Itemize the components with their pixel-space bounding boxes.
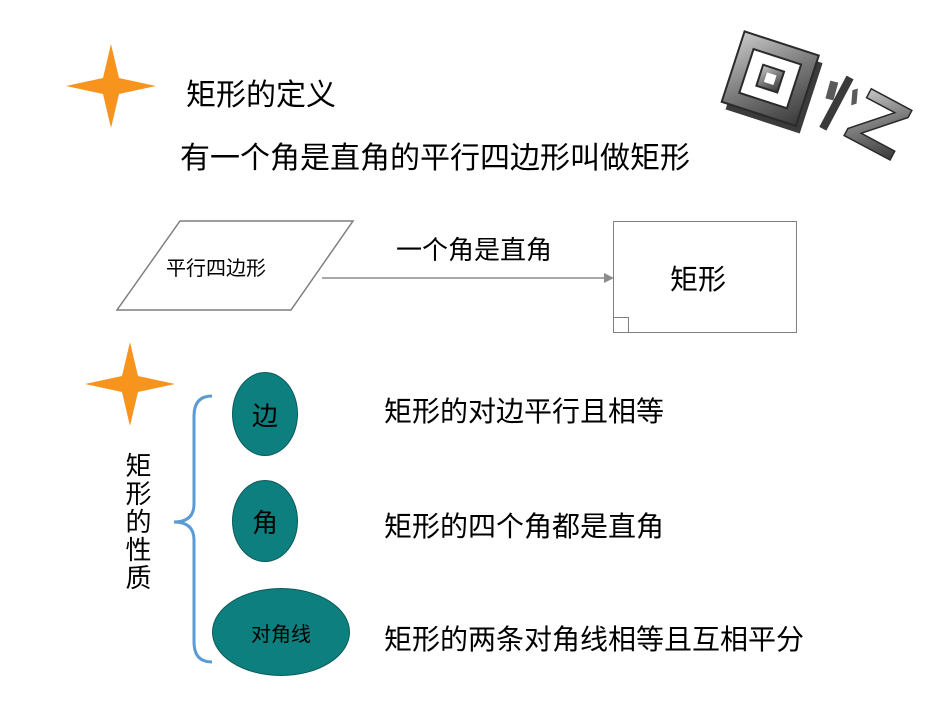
definition-heading: 矩形的定义 (186, 78, 336, 113)
parallelogram-label: 平行四边形 (166, 256, 266, 280)
right-angle-mark (614, 317, 629, 332)
rectangle-shape (613, 221, 797, 333)
properties-group-label: 矩形的性质 (121, 452, 151, 592)
bracket-icon (173, 394, 213, 664)
rectangle-label: 矩形 (670, 263, 727, 296)
star-icon (85, 342, 175, 426)
diagonal-tag-label: 对角线 (251, 621, 311, 646)
arrow-label: 一个角是直角 (396, 236, 553, 266)
diagonal-tag: 对角线 (212, 588, 350, 676)
property-diagonals: 矩形的两条对角线相等且互相平分 (384, 623, 805, 656)
angle-tag-label: 角 (251, 508, 278, 539)
angle-tag: 角 (232, 480, 298, 562)
edge-tag-label: 边 (251, 401, 278, 432)
parallelogram-shape (115, 220, 355, 311)
star-icon (66, 44, 156, 128)
review-logo (716, 30, 916, 170)
edge-tag: 边 (232, 372, 298, 456)
arrow-right-icon (322, 273, 614, 283)
property-edges: 矩形的对边平行且相等 (384, 395, 665, 428)
definition-statement: 有一个角是直角的平行四边形叫做矩形 (180, 141, 690, 176)
property-angles: 矩形的四个角都是直角 (384, 510, 665, 543)
